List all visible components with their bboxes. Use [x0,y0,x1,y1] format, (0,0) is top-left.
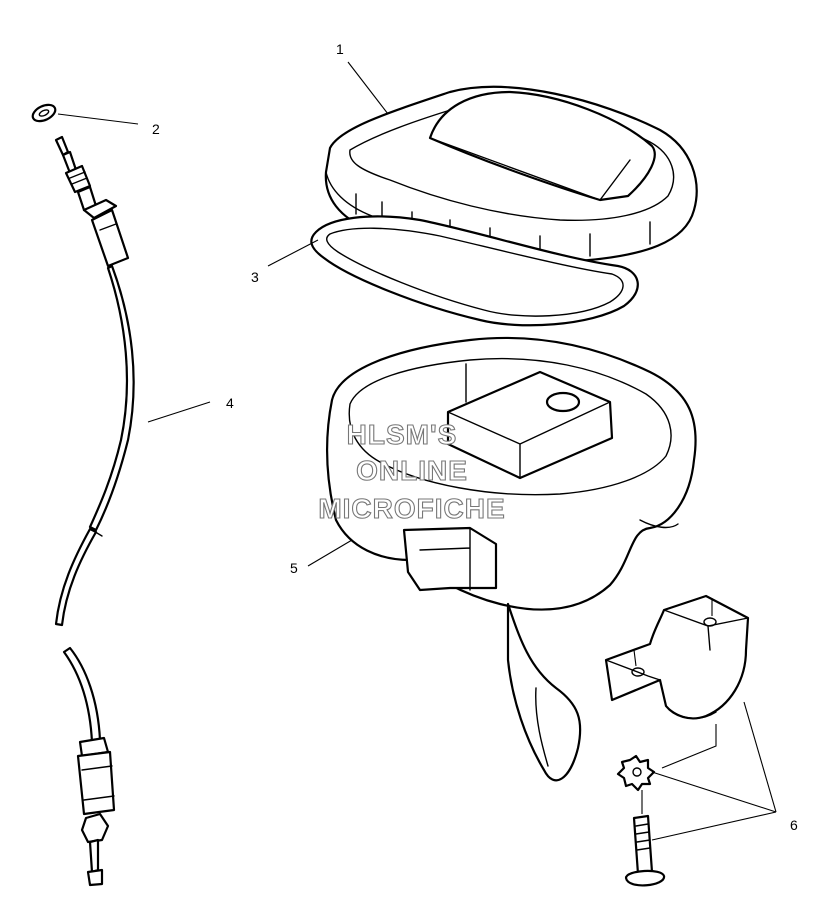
watermark: HLSM'S ONLINE MICROFICHE [318,418,505,524]
leader-4 [147,401,211,423]
leader-6b [651,771,777,813]
callout-1: 1 [336,41,344,57]
leader-2 [57,113,139,125]
throttle-cable-lower-end [62,646,116,887]
watermark-line-2: ONLINE [356,455,468,486]
watermark-line-1: HLSM'S [347,419,458,450]
clamp-part-6 [604,594,750,769]
throttle-housing-part-5 [325,336,697,782]
washer-part-2 [31,103,57,123]
throttle-cover-part-1 [324,85,698,264]
callout-2: 2 [152,121,160,137]
screw-part-6 [624,790,666,887]
lockwasher-part-6 [616,754,656,792]
callout-4: 4 [226,395,234,411]
callout-3: 3 [251,269,259,285]
gasket-part-3 [310,215,639,327]
leader-1 [347,61,389,115]
callout-5: 5 [290,560,298,576]
leader-6a [743,701,777,813]
leader-3 [267,239,319,267]
leader-lines [57,61,777,841]
throttle-cable-part-4 [54,135,135,627]
callout-6: 6 [790,817,798,833]
leader-5 [307,539,353,567]
leader-6c [651,811,777,841]
callout-labels: 1 2 3 4 5 6 [152,41,798,833]
watermark-line-3: MICROFICHE [318,493,505,524]
